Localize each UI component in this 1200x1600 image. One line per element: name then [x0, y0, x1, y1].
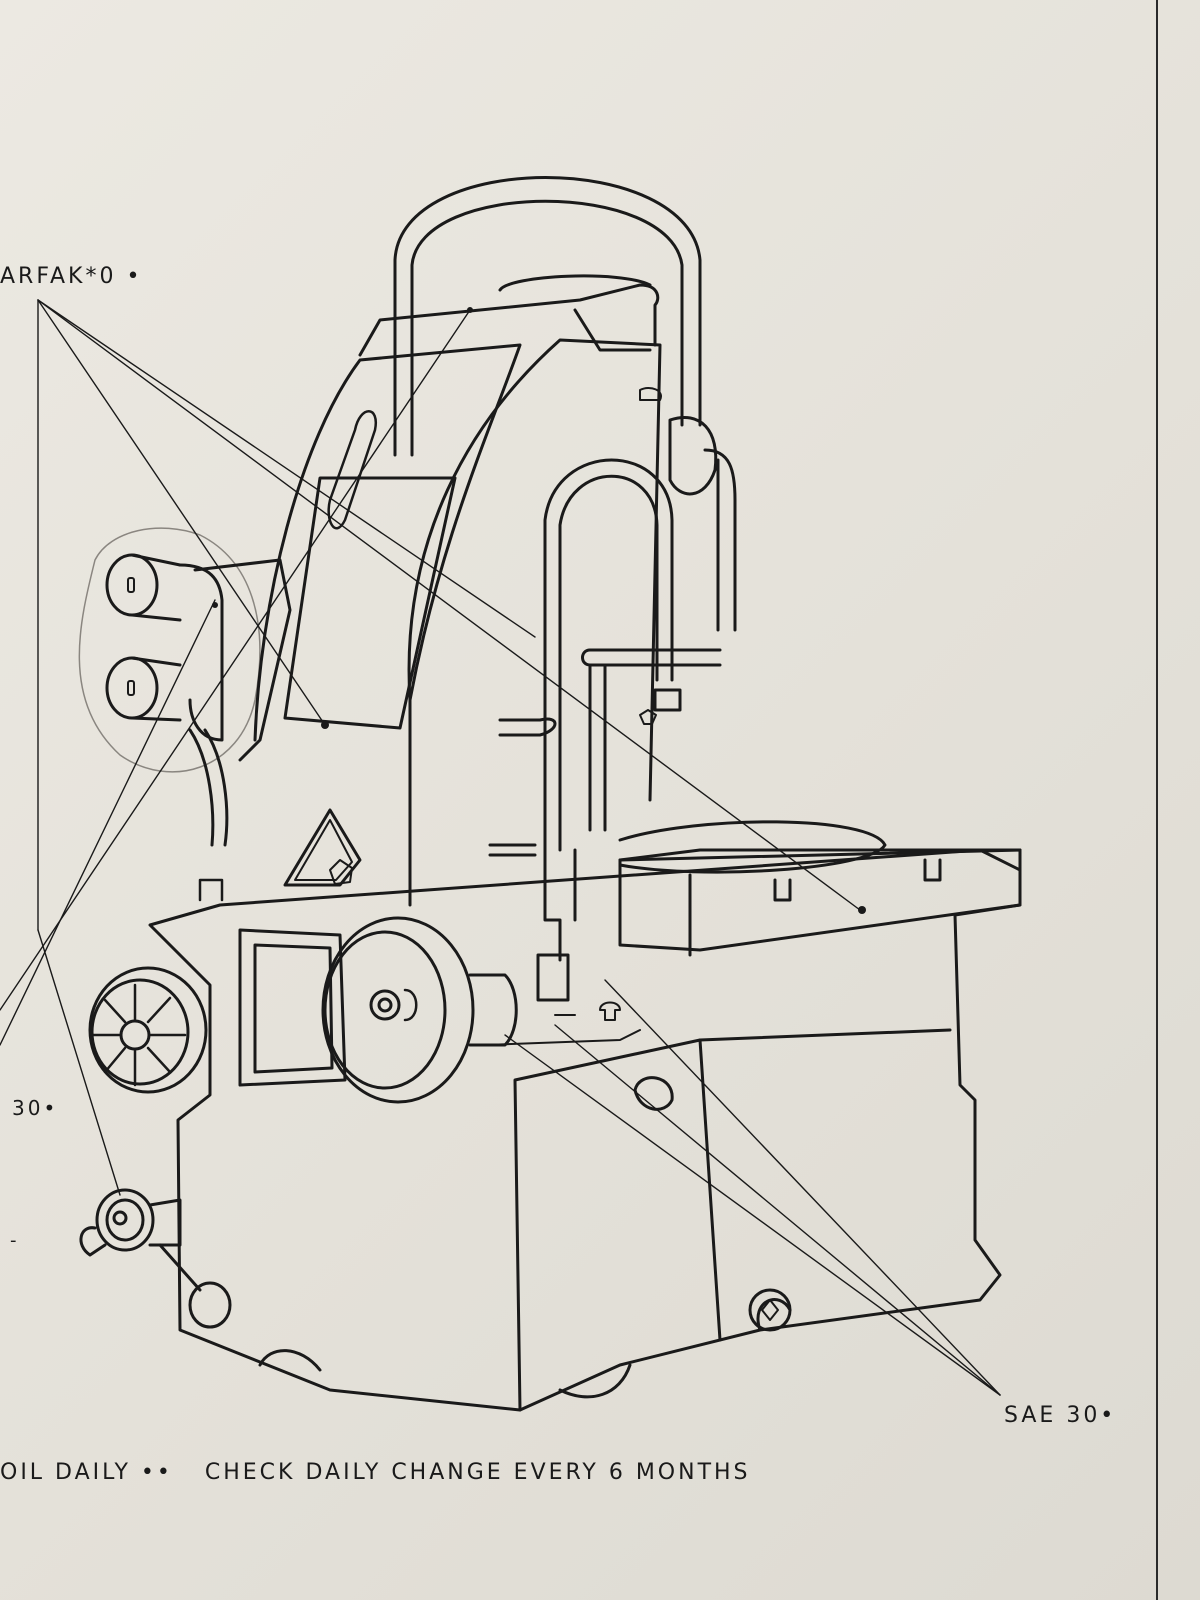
base-front-panel — [513, 1038, 722, 1412]
column-front — [407, 338, 662, 802]
diamond-mark — [761, 1299, 779, 1321]
column-body — [253, 343, 522, 907]
oil-plug — [599, 1001, 621, 1021]
cross-pipe — [588, 648, 722, 667]
overhead-arch-pipe-inner — [410, 199, 684, 457]
motor-housing — [238, 928, 347, 1087]
knob-bracket — [178, 563, 224, 742]
sheet-border-line — [1156, 0, 1158, 1600]
base-side-edge — [698, 1028, 952, 1042]
column-window — [283, 476, 457, 730]
head-top — [358, 283, 660, 357]
handle-left-1 — [498, 717, 557, 737]
pulley-hub — [468, 973, 518, 1047]
inner-arch-pipe-inner — [558, 474, 659, 852]
head-side — [573, 308, 652, 352]
handle-left-2 — [488, 843, 537, 857]
base-cabinet — [148, 848, 1022, 1412]
spoked-handwheel — [88, 966, 208, 1094]
overhead-arch-pipe-outer — [393, 176, 702, 457]
triangle-inner — [294, 819, 353, 881]
base-top-rim — [484, 1029, 641, 1046]
label-dash: - — [10, 1230, 20, 1251]
lower-handwheel — [79, 1188, 232, 1329]
legend-oil-daily: OIL DAILY •• — [0, 1460, 173, 1485]
drain-plug — [633, 1076, 674, 1111]
leader-lines-oil-left — [0, 309, 471, 1046]
table-slot-2 — [773, 878, 792, 902]
rotary-table — [618, 820, 887, 874]
head-cap — [498, 274, 652, 292]
pipe-valve — [653, 688, 682, 712]
leader-lines-grease — [37, 299, 861, 1196]
motor-housing-inner — [253, 943, 334, 1074]
arch-down-pipe — [703, 448, 737, 632]
bolt-head — [329, 859, 353, 885]
base-foot-notch — [258, 1349, 322, 1372]
knob-lower — [105, 656, 182, 722]
work-table — [618, 848, 1022, 952]
knob-cable — [188, 728, 229, 847]
lubrication-legend: OIL DAILY •• CHECK DAILY CHANGE EVERY 6 … — [0, 1460, 773, 1485]
column-bump — [193, 558, 292, 762]
round-foot — [748, 1288, 792, 1332]
table-slot-3 — [923, 858, 942, 882]
knob-upper — [105, 553, 182, 622]
inner-arch-pipe-outer — [543, 458, 674, 852]
head-logo — [639, 387, 662, 401]
column-slot — [327, 410, 378, 530]
pipe-elbow — [581, 648, 607, 832]
legend-check-daily: CHECK DAILY CHANGE EVERY 6 MONTHS — [204, 1460, 751, 1485]
leader-lines-sae — [504, 979, 1001, 1396]
label-sae-30: SAE 30• — [1004, 1403, 1117, 1428]
label-grease-spec: ARFAK*0 • — [0, 264, 143, 289]
label-sae-left: 30• — [12, 1096, 59, 1120]
base-foot-right — [756, 1298, 792, 1332]
spindle-stem — [543, 848, 577, 962]
triangle-window — [283, 808, 362, 887]
leader-dots — [212, 307, 866, 914]
spindle-tool — [536, 953, 570, 1002]
pencil-circle-annotation — [78, 527, 261, 773]
belt-pulley — [321, 916, 475, 1104]
filler-cap-top — [198, 878, 224, 902]
base-bottom-curve — [558, 1363, 632, 1399]
arch-bulb — [668, 415, 718, 496]
star-fitting — [639, 709, 657, 725]
work-table-top — [618, 848, 1022, 862]
